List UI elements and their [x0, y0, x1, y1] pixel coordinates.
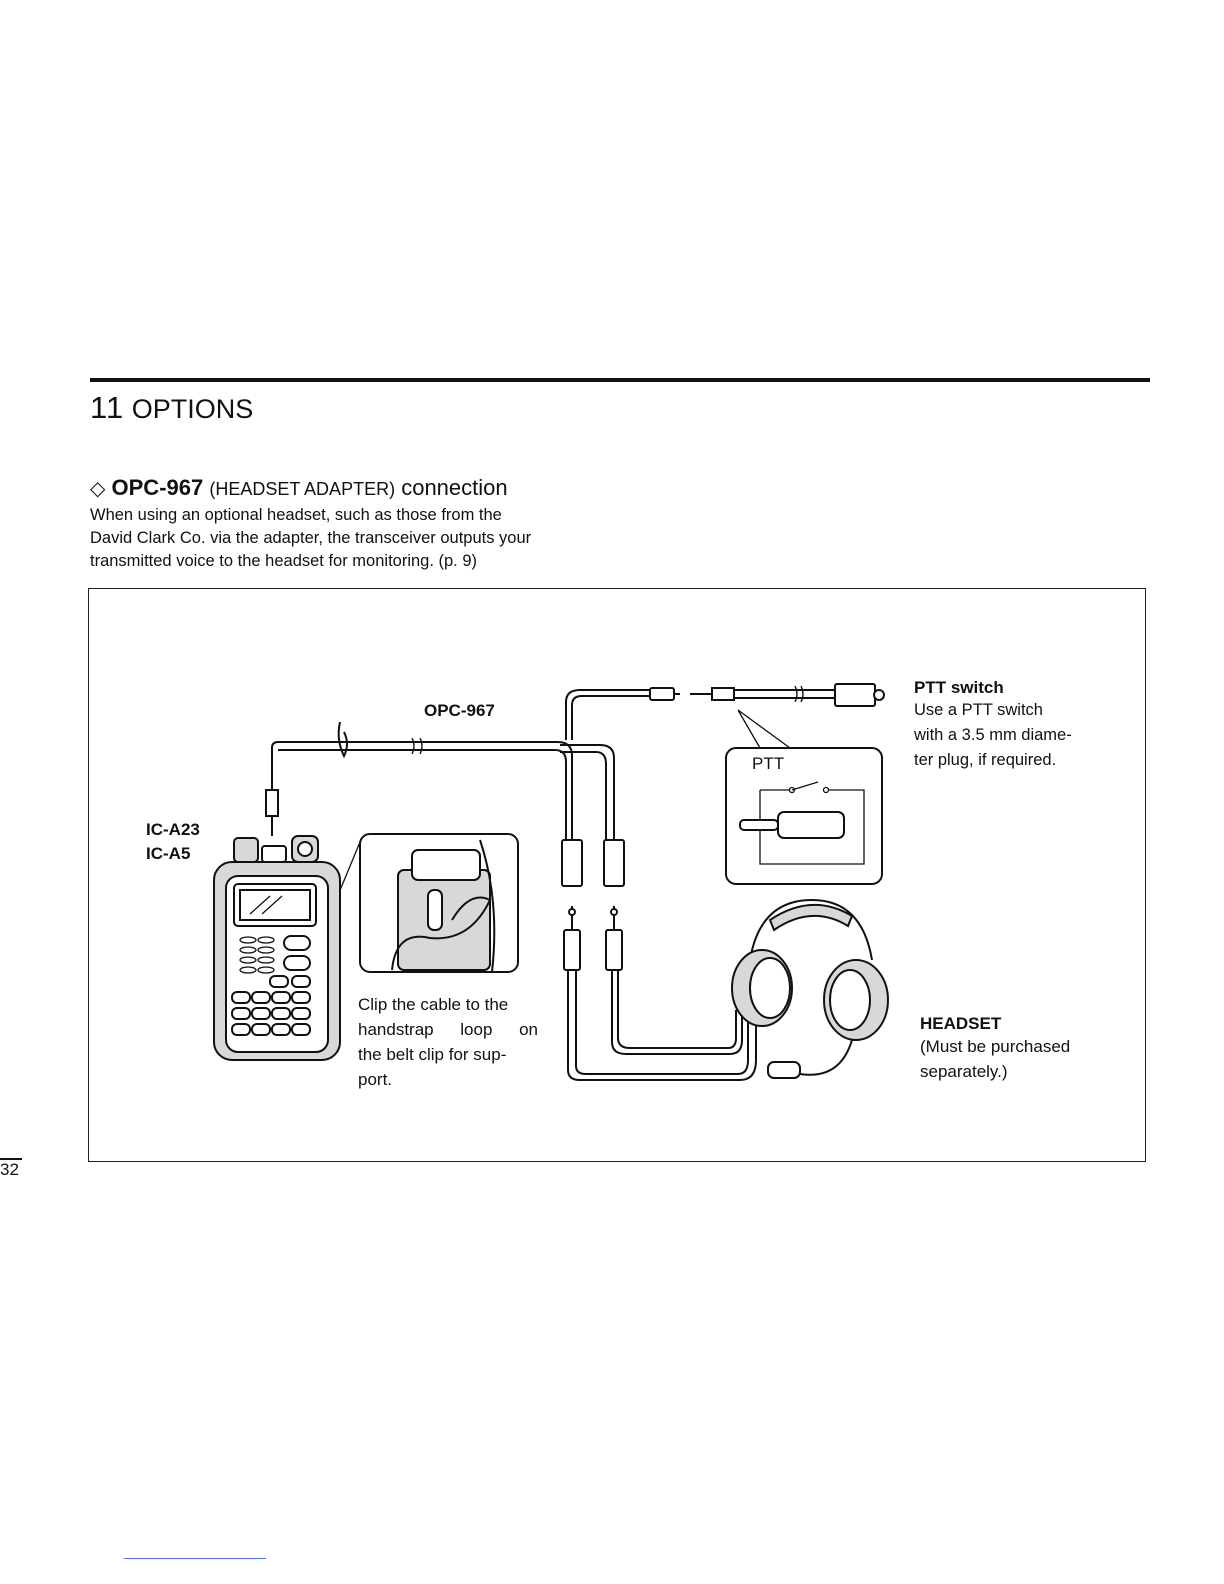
adapter-socket-phone — [603, 839, 625, 887]
section-subtitle: (HEADSET ADAPTER) — [209, 479, 396, 499]
headset-cable-inner — [611, 970, 743, 1055]
intro-line: When using an optional headset, such as … — [90, 506, 502, 524]
adapter-socket-mic — [561, 839, 583, 887]
ptt-note-title: PTT switch — [914, 678, 1004, 697]
diamond-icon: ◇ — [90, 478, 106, 500]
ptt-plug-icon — [711, 687, 735, 701]
footer-line — [124, 1558, 266, 1559]
headset-note: HEADSET (Must be purchased separately.) — [920, 1014, 1110, 1084]
ptt-note-line: with a 3.5 mm diame- — [914, 726, 1072, 744]
radio-label: IC-A23 IC-A5 — [146, 818, 200, 866]
header-rule — [90, 378, 1150, 382]
headset-note-title: HEADSET — [920, 1014, 1002, 1033]
ptt-note: PTT switch Use a PTT switch with a 3.5 m… — [914, 678, 1094, 773]
headset-pad — [768, 904, 854, 932]
page-number: 32 — [0, 1160, 19, 1179]
page-number-rule — [0, 1158, 22, 1160]
ptt-cable — [571, 695, 650, 740]
radio-model: IC-A5 — [146, 844, 191, 863]
adapter-cable-right-inner — [560, 751, 607, 840]
headset-cable-outer — [567, 970, 757, 1081]
intro-paragraph: When using an optional headset, such as … — [90, 504, 600, 573]
radio-keypad — [231, 975, 311, 1036]
mic-boom — [799, 1039, 853, 1076]
chapter-number: 11 — [90, 390, 125, 425]
cable-label: OPC-967 — [424, 701, 495, 720]
clip-line: Clip the cable to the — [358, 995, 509, 1014]
ptt-note-line: Use a PTT switch — [914, 701, 1043, 719]
strap-loop-icon — [337, 721, 348, 759]
radio-plug-icon — [265, 789, 279, 817]
adapter-cable-left — [271, 741, 573, 840]
cable-break-icon — [411, 737, 423, 755]
handstrap-icon — [391, 896, 492, 971]
adapter-cable-left-inner — [278, 749, 567, 840]
adapter-cable-right — [560, 744, 615, 840]
headset-note-line: (Must be purchased — [920, 1037, 1071, 1056]
clip-line: port. — [358, 1070, 393, 1089]
intro-line: David Clark Co. via the adapter, the tra… — [90, 529, 532, 547]
clip-instruction: Clip the cable to the handstrap loop on … — [358, 992, 538, 1092]
section-title: ◇ OPC-967 (HEADSET ADAPTER) connection — [90, 475, 508, 501]
ptt-inset-label: PTT — [752, 754, 785, 773]
figure-frame — [88, 588, 1146, 1162]
mic-icon — [767, 1061, 801, 1079]
headset-plug-mic — [563, 929, 581, 971]
ptt-note-line: ter plug, if required. — [914, 751, 1057, 769]
radio-model: IC-A23 — [146, 820, 200, 839]
section-model: OPC-967 — [111, 475, 204, 500]
chapter-heading: 11 OPTIONS — [90, 390, 253, 426]
ptt-jack-icon — [649, 687, 675, 701]
clip-line: handstrap loop on — [358, 1020, 538, 1039]
headset-note-line: separately.) — [920, 1062, 1008, 1081]
chapter-title: OPTIONS — [131, 394, 254, 424]
headset-band — [749, 898, 873, 961]
volume-knob-icon — [233, 837, 259, 863]
section-suffix: connection — [401, 475, 508, 500]
headset-plug-phone — [605, 929, 623, 971]
radio-speaker-grill — [239, 936, 275, 974]
ptt-switch-icon — [834, 683, 876, 707]
intro-line: transmitted voice to the headset for mon… — [90, 552, 478, 570]
clip-line: the belt clip for sup- — [358, 1045, 507, 1064]
